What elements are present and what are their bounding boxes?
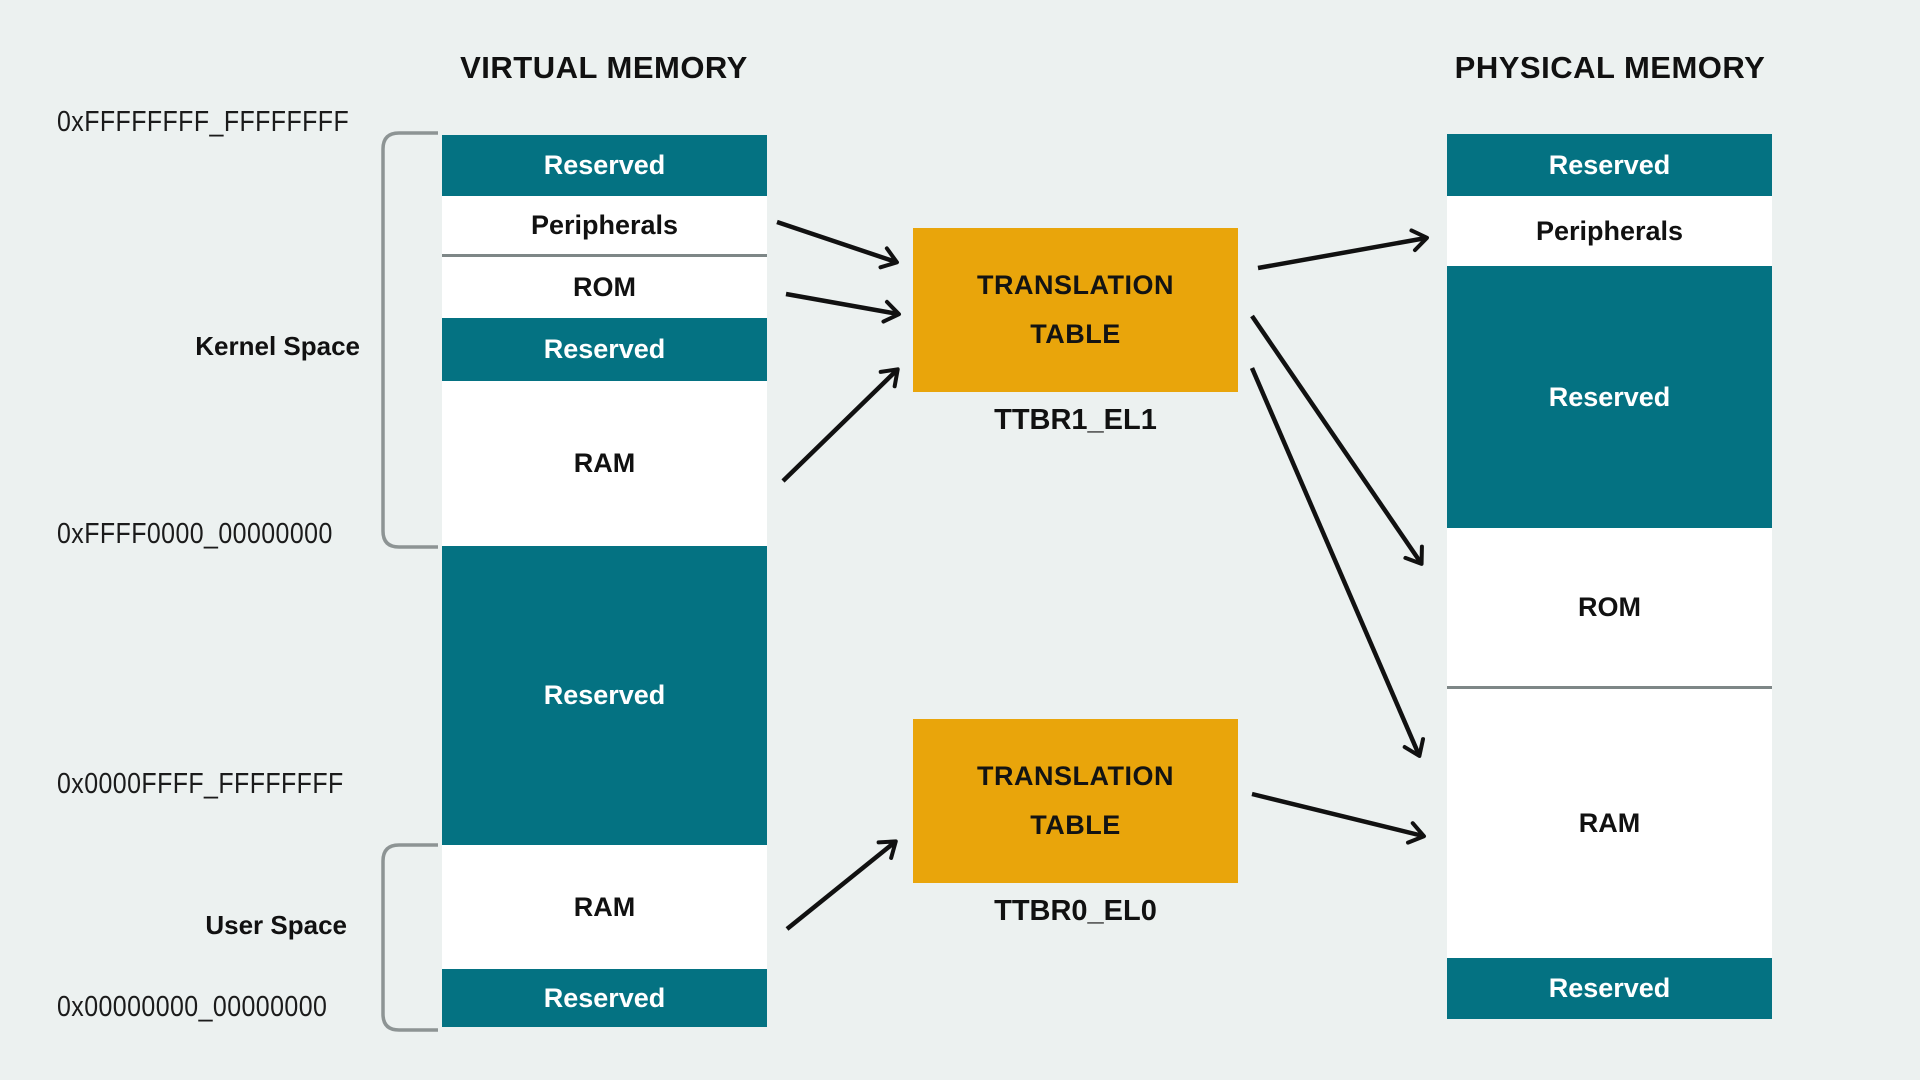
- translation-table-ttbr0-line2: TABLE: [1030, 810, 1121, 840]
- kernel-space-label: Kernel Space: [195, 331, 360, 361]
- translation-table-ttbr1-line2: TABLE: [1030, 319, 1121, 349]
- virtual-block-user-ram: RAM: [442, 845, 767, 969]
- user-space-label: User Space: [205, 910, 347, 940]
- physical-block-reserved-1: Reserved: [1447, 134, 1772, 196]
- virtual-block-reserved-4: Reserved: [442, 969, 767, 1027]
- address-label-bottom: 0x00000000_00000000: [57, 991, 328, 1023]
- physical-block-ram: RAM: [1447, 689, 1772, 958]
- address-label-top: 0xFFFFFFFF_FFFFFFFF: [57, 106, 350, 138]
- virtual-block-reserved-2: Reserved: [442, 318, 767, 381]
- arrow-ttbr1-to-ram: [1249, 367, 1426, 758]
- translation-table-ttbr0-box: TRANSLATION TABLE: [913, 719, 1238, 883]
- virtual-block-kernel-ram: RAM: [442, 381, 767, 546]
- arrow-ttbr0-to-ram: [1251, 791, 1426, 845]
- address-label-user-top: 0x0000FFFF_FFFFFFFF: [57, 768, 344, 800]
- physical-block-reserved-3: Reserved: [1447, 958, 1772, 1019]
- translation-table-ttbr1-box: TRANSLATION TABLE: [913, 228, 1238, 392]
- virtual-block-reserved-1: Reserved: [442, 135, 767, 196]
- arrow-ttbr1-to-peripherals: [1257, 228, 1429, 271]
- arrow-user-ram-to-ttbr0: [785, 839, 898, 931]
- virtual-block-rom: ROM: [442, 257, 767, 318]
- physical-block-peripherals: Peripherals: [1447, 196, 1772, 266]
- arrow-ram-to-ttbr1: [781, 367, 900, 483]
- physical-block-rom: ROM: [1447, 528, 1772, 689]
- virtual-block-reserved-3: Reserved: [442, 546, 767, 845]
- arrow-ttbr1-to-rom: [1250, 314, 1424, 566]
- physical-memory-column: Reserved Peripherals Reserved ROM RAM Re…: [1447, 134, 1772, 1019]
- physical-memory-title: PHYSICAL MEMORY: [1454, 50, 1766, 85]
- virtual-memory-title: VIRTUAL MEMORY: [460, 50, 748, 85]
- virtual-block-peripherals: Peripherals: [442, 196, 767, 257]
- ttbr1-register-label: TTBR1_EL1: [994, 404, 1157, 436]
- ttbr0-register-label: TTBR0_EL0: [994, 895, 1157, 927]
- user-space-bracket: [381, 843, 438, 1032]
- translation-table-ttbr1-line1: TRANSLATION: [977, 270, 1174, 300]
- address-label-kernel-base: 0xFFFF0000_00000000: [57, 518, 333, 550]
- arrow-peripherals-to-ttbr1: [776, 219, 899, 270]
- physical-block-reserved-2: Reserved: [1447, 266, 1772, 528]
- translation-table-ttbr0-line1: TRANSLATION: [977, 761, 1174, 791]
- virtual-memory-column: Reserved Peripherals ROM Reserved RAM Re…: [442, 135, 767, 1027]
- arrow-rom-to-ttbr1: [785, 291, 901, 324]
- kernel-space-bracket: [381, 131, 438, 549]
